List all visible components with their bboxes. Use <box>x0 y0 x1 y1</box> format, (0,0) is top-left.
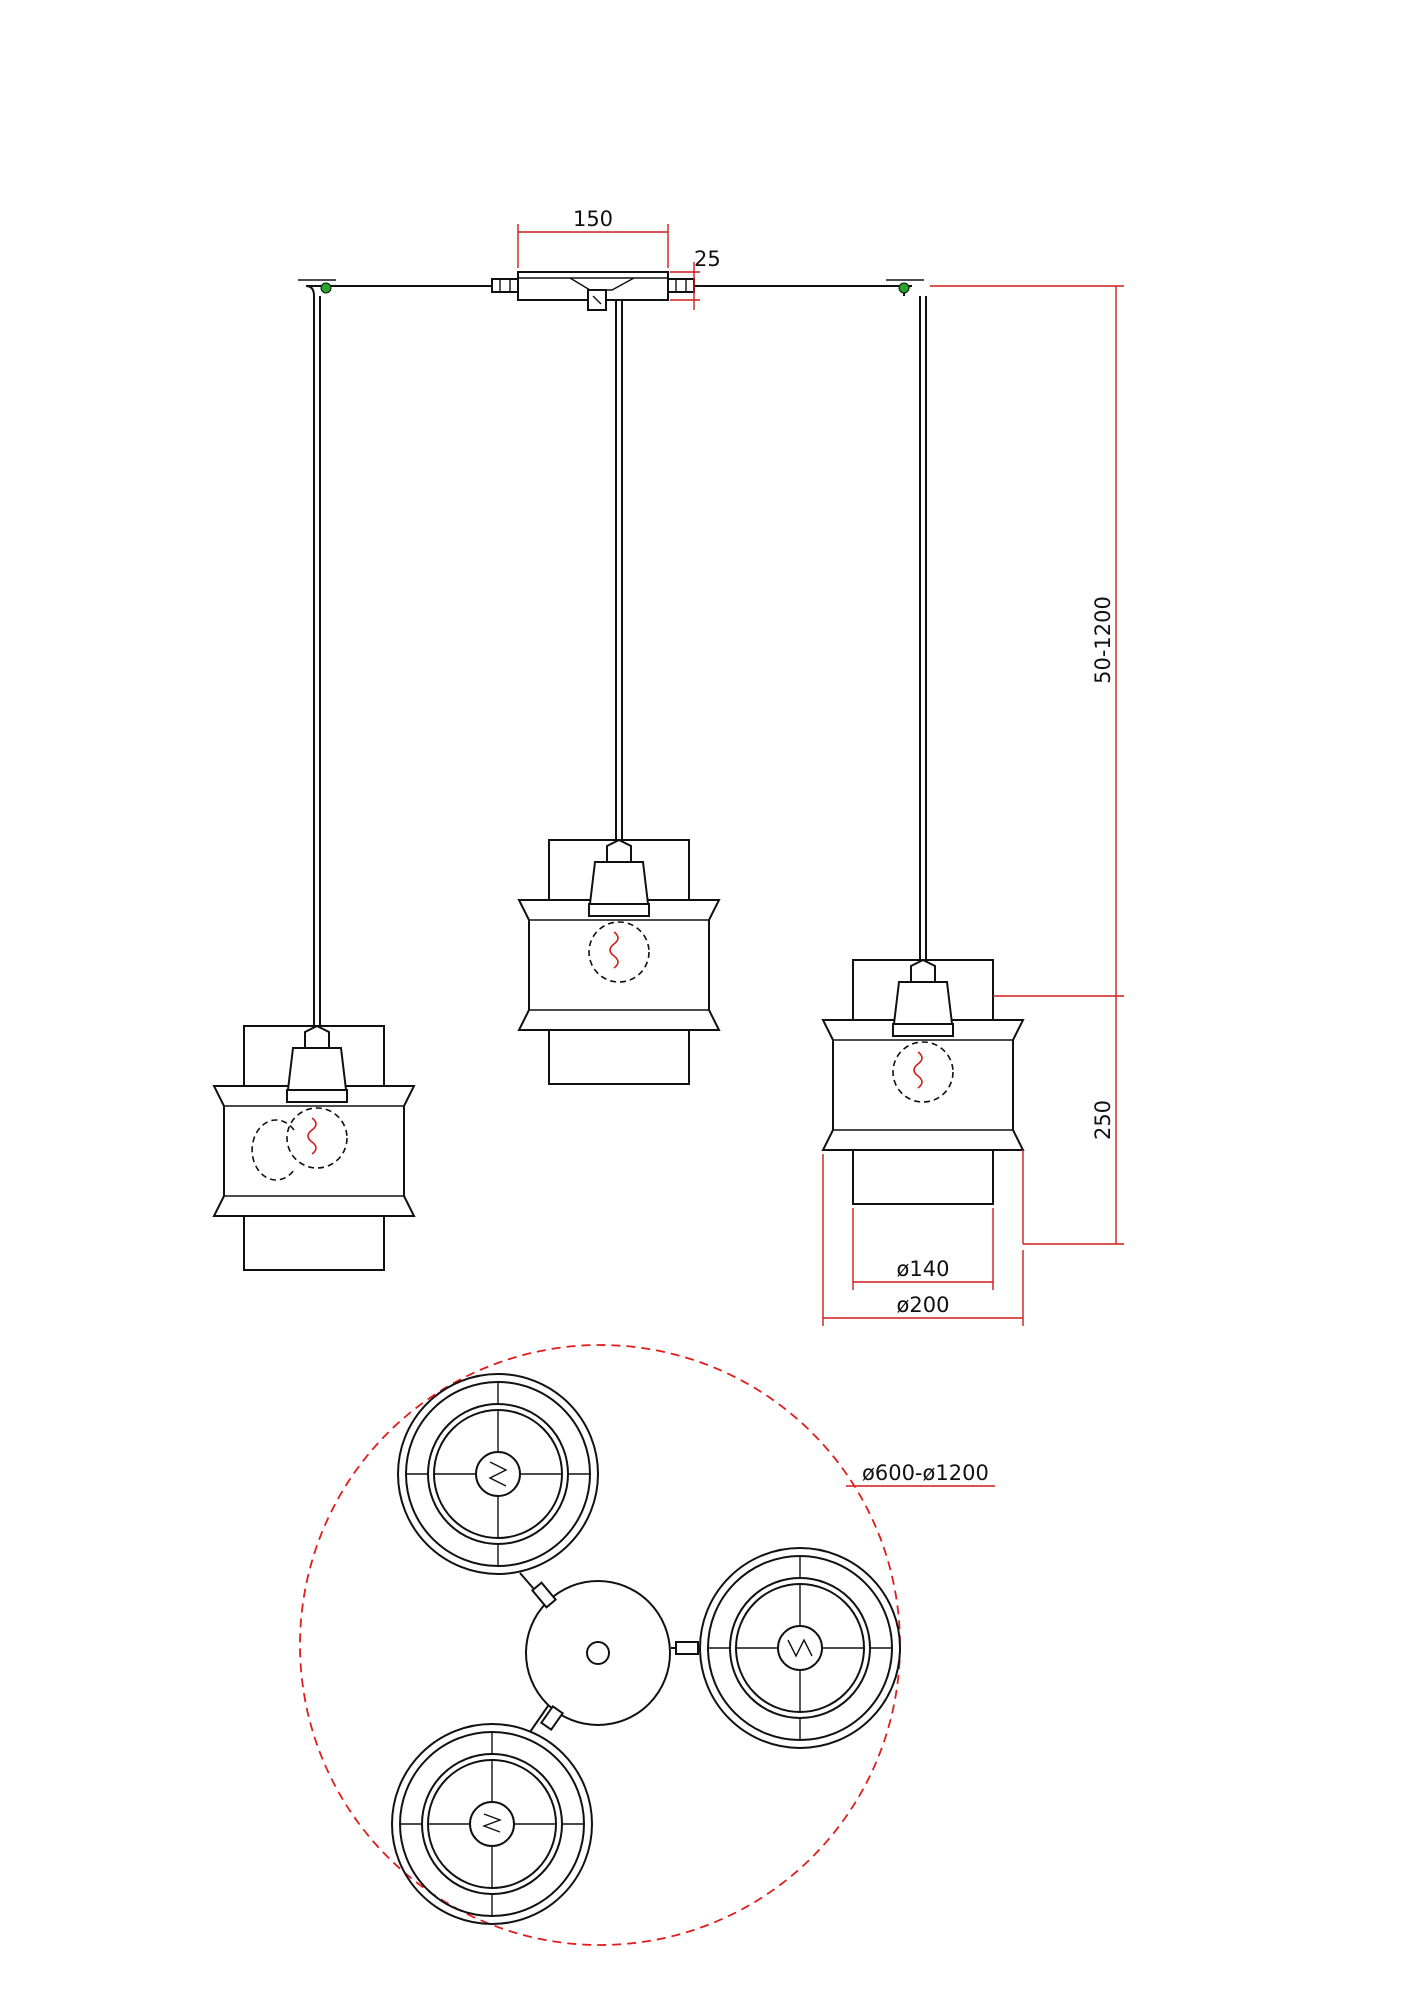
ceiling-canopy <box>517 271 669 311</box>
bulb-icon <box>588 921 650 983</box>
pendant-center <box>517 838 721 1085</box>
left-hook-icon <box>320 282 332 294</box>
outer-shade <box>517 899 721 1031</box>
side-elevation: 150 25 50-1200 250 ø140 ø200 <box>212 207 1124 1326</box>
right-connector <box>667 278 695 293</box>
suspension-cables <box>313 296 927 1038</box>
canopy-width-label: 150 <box>573 207 613 231</box>
plan-shade-top-left <box>397 1373 599 1575</box>
centre-hole <box>586 1641 610 1665</box>
socket-icon <box>469 1801 515 1847</box>
canopy-disc <box>525 1580 671 1726</box>
bulb-icon <box>892 1041 954 1103</box>
plan-shade-right <box>699 1547 901 1749</box>
bulb-icon <box>286 1107 348 1169</box>
cable-grip <box>910 958 936 983</box>
inner-diameter-label: ø140 <box>897 1257 950 1281</box>
top-plan-view: ø600-ø1200 <box>299 1344 995 1946</box>
outer-shade <box>212 1085 416 1217</box>
right-hook-icon <box>898 282 910 294</box>
filament-icon <box>609 931 619 969</box>
pendant-left <box>212 1024 416 1271</box>
plan-shade-bottom-left <box>391 1723 593 1925</box>
cable-grip <box>606 838 632 863</box>
spread-diameter-label: ø600-ø1200 <box>862 1461 989 1485</box>
cable-length-label: 50-1200 <box>1091 596 1115 684</box>
left-connector <box>491 278 519 293</box>
canopy-height-label: 25 <box>694 247 721 271</box>
outer-diameter-label: ø200 <box>897 1293 950 1317</box>
dimension-lines <box>517 224 1124 1326</box>
plan-connectors <box>519 1572 700 1733</box>
filament-icon <box>307 1117 317 1155</box>
filament-icon <box>913 1051 923 1089</box>
spread-circle <box>299 1344 901 1946</box>
cable-grip <box>304 1024 330 1049</box>
shade-height-label: 250 <box>1091 1100 1115 1140</box>
